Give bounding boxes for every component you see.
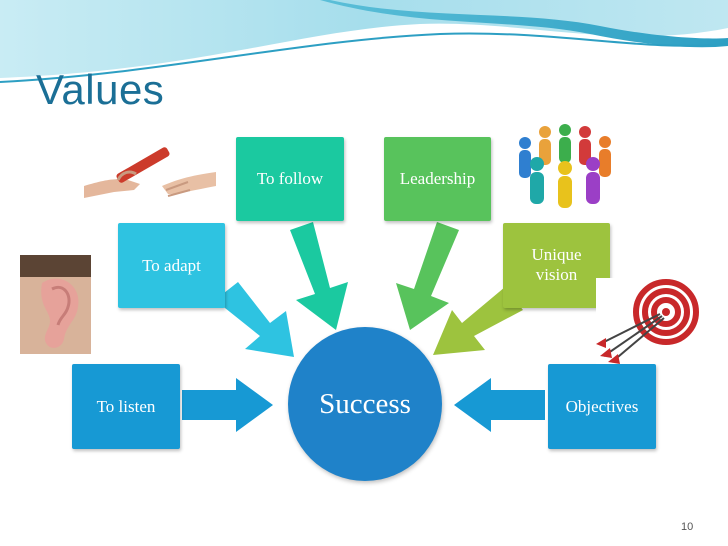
box-unique-vision: Unique vision <box>503 223 610 308</box>
box-to-adapt-label: To adapt <box>142 255 201 275</box>
arrow-leadership <box>396 222 459 330</box>
vision-line-2: vision <box>535 265 578 284</box>
box-to-adapt: To adapt <box>118 223 225 308</box>
baton-handoff-image <box>84 128 216 214</box>
ear-image <box>20 255 91 354</box>
success-circle: Success <box>288 327 442 481</box>
box-objectives-label: Objectives <box>565 396 639 416</box>
box-to-listen-label: To listen <box>96 396 156 416</box>
header-wave <box>0 0 728 86</box>
box-leadership: Leadership <box>384 137 491 221</box>
arrow-follow <box>290 222 348 330</box>
slide-title: Values <box>36 66 165 113</box>
box-unique-vision-label: Unique vision <box>531 245 581 285</box>
vision-line-1: Unique <box>531 245 582 264</box>
box-leadership-label: Leadership <box>399 169 476 188</box>
target-darts-image <box>596 278 706 364</box>
box-objectives: Objectives <box>548 364 656 449</box>
arrow-objectives <box>454 378 545 432</box>
box-to-listen: To listen <box>72 364 180 449</box>
arrow-vision <box>433 287 523 355</box>
box-to-follow-label: To follow <box>256 169 324 188</box>
people-circle-image <box>505 118 625 213</box>
arrow-listen <box>182 378 273 432</box>
success-label: Success <box>319 387 411 420</box>
page-number: 10 <box>681 521 694 533</box>
box-to-follow: To follow <box>236 137 344 221</box>
arrow-adapt <box>215 282 294 357</box>
